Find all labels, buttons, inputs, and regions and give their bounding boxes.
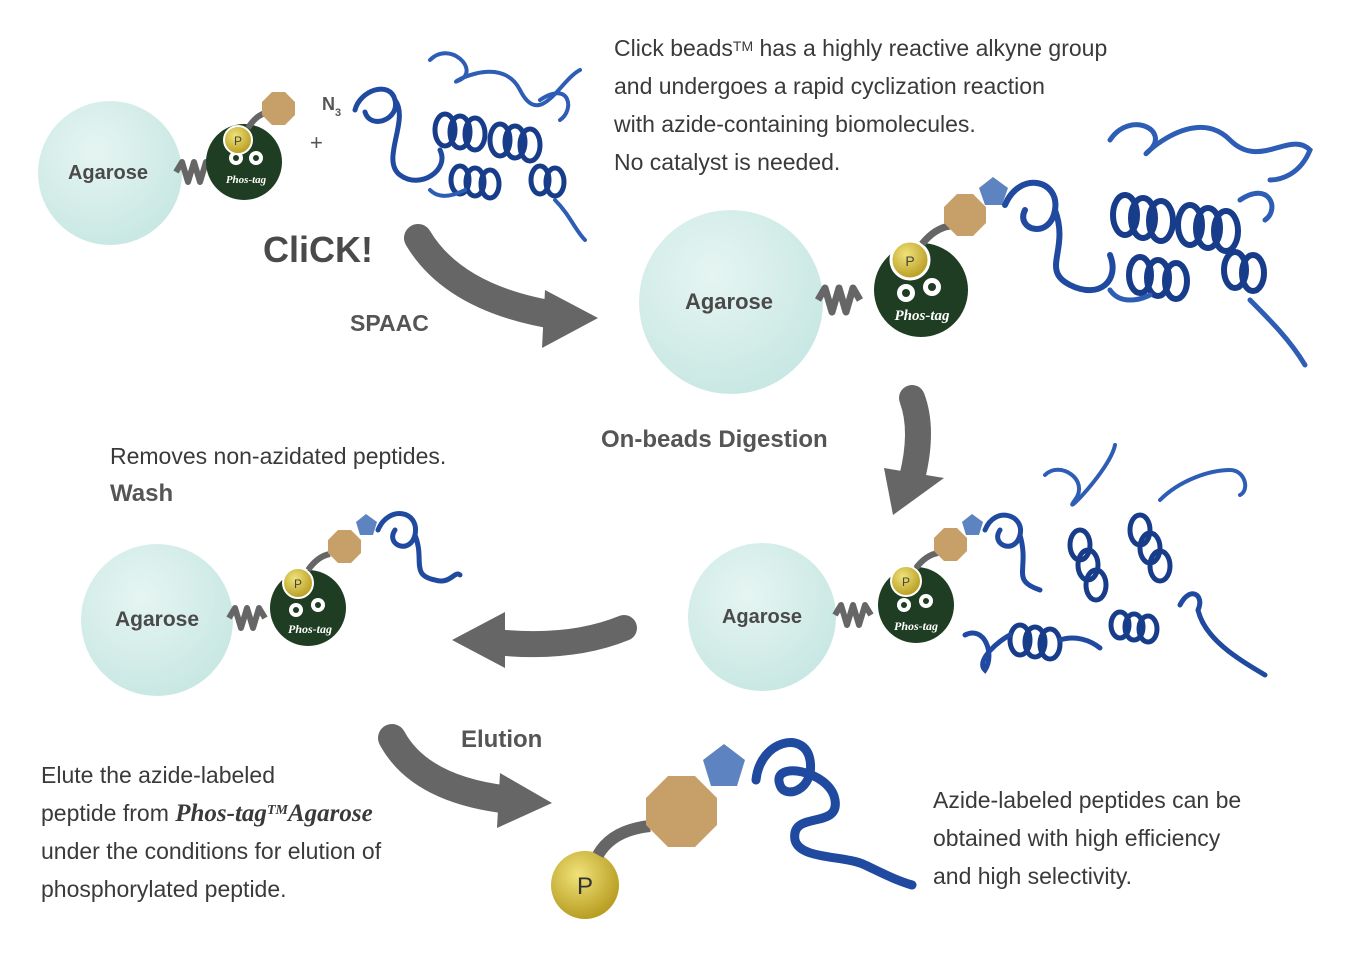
arrow-wash [452, 612, 637, 668]
phosphate-label: P [294, 577, 302, 591]
on-beads-digestion-label: On-beads Digestion [601, 426, 828, 453]
elute-line4: phosphorylated peptide. [41, 876, 287, 902]
wash-description: Removes non-azidated peptides. [110, 443, 447, 469]
spring-linker [814, 284, 864, 316]
stage1-assembly: Agarose Phos-tag P + N3 [38, 51, 587, 245]
result-line1: Azide-labeled peptides can be [933, 787, 1242, 813]
phosphate-label: P [905, 253, 914, 269]
phos-tag-label: Phos-tag [894, 619, 938, 633]
pentagon-triazole [703, 744, 745, 786]
protein-structure-2 [1002, 122, 1313, 368]
agarose-label: Agarose [685, 289, 773, 314]
agarose-label: Agarose [115, 608, 199, 631]
phosphate-ball [282, 567, 314, 599]
pentagon-triazole [356, 514, 377, 535]
phosphate-ball [223, 125, 253, 155]
phosphate-ball [890, 565, 922, 597]
click-title: CliCK! [263, 229, 373, 270]
linker-arm [913, 550, 939, 570]
agarose-bead [688, 543, 836, 691]
spring-linker [832, 602, 874, 628]
phosphate-label: P [234, 134, 242, 148]
agarose-bead [81, 544, 233, 696]
result-line2: obtained with high efficiency [933, 825, 1221, 851]
stage3-digested: Agarose Phos-tag P [688, 443, 1268, 691]
linker-arm [305, 551, 331, 572]
wash-label: Wash [110, 480, 174, 507]
peptide-fragment [375, 511, 463, 584]
spaac-label: SPAAC [350, 310, 429, 336]
elute-line2: peptide from Phos-tagTMAgarose [41, 800, 373, 827]
agarose-bead [38, 101, 182, 245]
pentagon-triazole [979, 177, 1008, 205]
arrow-elution [378, 724, 552, 828]
stage5-eluted: P [551, 738, 917, 919]
click-beads-line1: Click beadsTM has a highly reactive alky… [614, 35, 1108, 61]
phosphate-label: P [577, 873, 593, 900]
agarose-label: Agarose [68, 162, 148, 184]
phosphate-ball [551, 851, 619, 919]
linker-arm [592, 820, 651, 859]
arrow-spaac [404, 224, 598, 348]
peptide-fragments [962, 443, 1268, 678]
click-beads-line4: No catalyst is needed. [614, 149, 841, 175]
phos-tag-label: Phos-tag [226, 174, 267, 186]
octagon-alkyne [934, 528, 967, 561]
octagon-alkyne [328, 530, 361, 563]
elution-label: Elution [461, 726, 543, 753]
elute-line3: under the conditions for elution of [41, 838, 382, 864]
pentagon-triazole [962, 514, 983, 535]
phosphate-label: P [902, 575, 910, 589]
agarose-bead [639, 210, 823, 394]
result-line3: and high selectivity. [933, 863, 1133, 889]
octagon-alkyne [646, 776, 717, 847]
peptide-fragment [751, 738, 917, 890]
click-beads-line3: with azide-containing biomolecules. [614, 111, 976, 137]
linker-arm [919, 222, 951, 247]
arrow-digestion [884, 385, 944, 515]
phos-tag-label: Phos-tag [288, 622, 332, 636]
protein-structure-1 [352, 51, 587, 242]
plus-sign: + [310, 130, 323, 155]
phosphate-ball [889, 239, 931, 281]
stage2-conjugate: Agarose Phos-tag P [639, 122, 1313, 394]
click-beads-line2: and undergoes a rapid cyclization reacti… [614, 73, 1045, 99]
octagon-alkyne [944, 194, 986, 236]
azide-label: N3 [322, 94, 341, 119]
elute-line1: Elute the azide-labeled [41, 762, 275, 788]
agarose-label: Agarose [722, 606, 802, 628]
spring-linker [226, 605, 268, 631]
octagon-alkyne [262, 92, 295, 125]
stage4-washed: Agarose Phos-tag P [81, 511, 463, 696]
phos-tag-label: Phos-tag [894, 308, 950, 324]
